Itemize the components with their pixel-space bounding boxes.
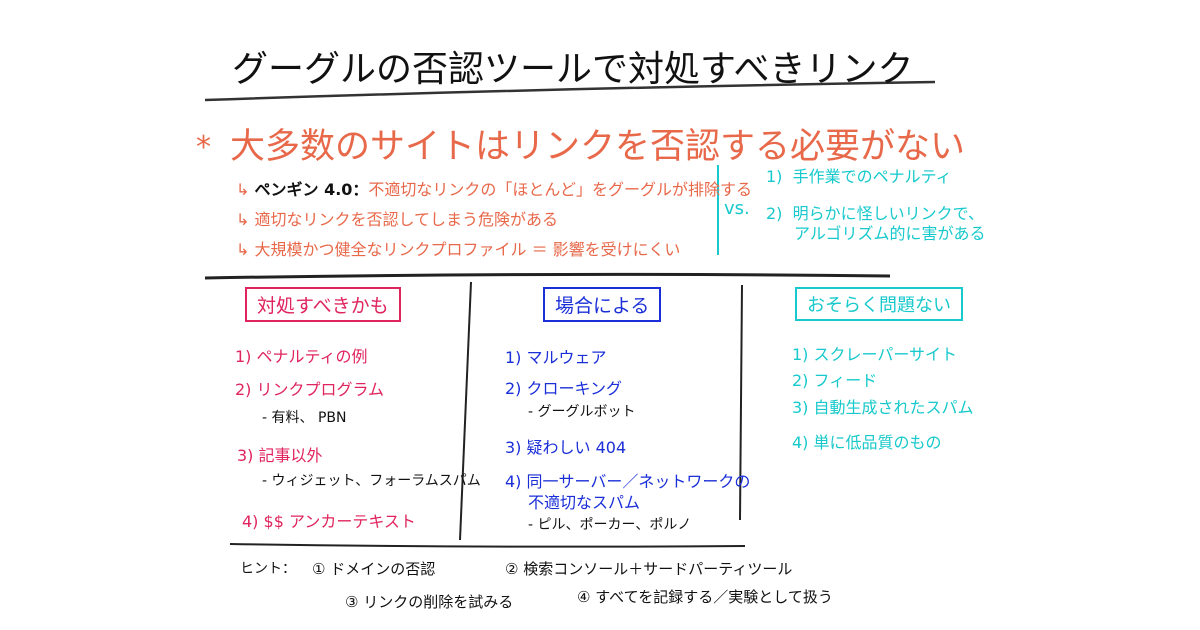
item-number: 1) [505,348,522,367]
item-number: 1) [235,347,252,366]
item-number: 2) [505,379,522,398]
hint-1: ① ドメインの否認 [312,560,436,578]
column-heading-depends: 場合による [543,287,662,322]
column-1-item-3: 3) 記事以外 [237,442,323,466]
column-2-item-4-sub: - ピル、ポーカー、ポルノ [528,517,692,533]
column-1-item-1: 1) ペナルティの例 [235,343,368,367]
page-title: グーグルの否認ツールで対処すべきリンク [232,49,914,90]
item-number: 4) [792,433,809,452]
item-number: 1) [766,167,783,186]
main-heading: 大多数のサイトはリンクを否認する必要がない [230,127,966,167]
item-text: クローキング [526,379,623,398]
column-1-item-2-sub: - 有料、 PBN [262,410,347,426]
item-text-line2: アルゴリズム的に害がある [794,224,986,243]
column-divider-2 [739,284,743,521]
item-text: 疑わしい 404 [526,438,627,457]
item-text: マルウェア [526,348,607,367]
column-2-item-2-sub: - グーグルボット [528,404,636,420]
sub-item-1: ↳ ペンギン 4.0：不適切なリンクの「ほとんど」をグーグルが排除する [236,176,752,200]
sub-item-3: ↳ 大規模かつ健全なリンクプロファイル ＝ 影響を受けにくい [236,236,680,260]
item-text: 手作業でのペナルティ [792,167,952,186]
vs-item-1: 1) 手作業でのペナルティ [766,163,952,187]
item-number: 3) [237,446,254,465]
column-3-item-2: 2) フィード [792,367,877,391]
column-3-item-4: 4) 単に低品質のもの [792,429,942,453]
column-1-item-2: 2) リンクプログラム [235,376,384,400]
item-text: 単に低品質のもの [813,433,942,452]
item-text: 自動生成されたスパム [813,398,974,417]
hint-2: ② 検索コンソール＋サードパーティツール [505,560,793,578]
column-2-item-2: 2) クローキング [505,375,622,399]
item-text: 同一サーバー／ネットワークの [526,472,751,491]
sub-item-text: 不適切なリンクの「ほとんど」をグーグルが排除する [368,180,752,199]
item-text: スクレーパーサイト [813,345,958,364]
item-text: 明らかに怪しいリンクで、 [792,204,984,223]
item-text-line2: 不適切なスパム [528,493,641,512]
penguin-label: ペンギン 4.0： [254,180,369,199]
item-number: 2) [766,204,783,223]
column-2-item-3: 3) 疑わしい 404 [505,434,626,458]
star-bullet-icon: * [196,130,211,165]
item-number: 4) [505,472,522,491]
hint-4: ④ すべてを記録する／実験として扱う [577,588,833,606]
sub-item-text: 大規模かつ健全なリンクプロファイル ＝ 影響を受けにくい [254,240,681,259]
arrow-icon: ↳ [236,210,255,229]
vs-label: vs. [724,198,750,219]
column-divider-1 [459,281,472,541]
title-underline [204,80,936,102]
column-heading-act: 対処すべきかも [245,287,401,322]
column-2-item-1: 1) マルウェア [505,344,607,368]
sub-item-2: ↳ 適切なリンクを否認してしまう危険がある [236,206,558,230]
item-text: ペナルティの例 [256,347,368,366]
column-1-item-4: 4) $$ アンカーテキスト [242,508,416,532]
item-number: 2) [235,380,252,399]
column-3-item-3: 3) 自動生成されたスパム [792,394,974,418]
arrow-icon: ↳ [236,180,255,199]
item-text: リンクプログラム [256,380,385,399]
vs-item-2: 2) 明らかに怪しいリンクで、 アルゴリズム的に害がある [766,204,986,244]
item-number: 3) [792,398,809,417]
item-text: フィード [813,371,878,390]
item-number: 2) [792,371,809,390]
item-number: 3) [505,438,522,457]
column-3-item-1: 1) スクレーパーサイト [792,341,957,365]
column-2-item-4: 4) 同一サーバー／ネットワークの不適切なスパム [505,471,750,513]
column-heading-ok: おそらく問題ない [795,287,963,321]
sub-item-text: 適切なリンクを否認してしまう危険がある [254,210,559,229]
column-1-item-3-sub: - ウィジェット、フォーラムスパム [262,473,481,489]
hints-label: ヒント： [240,561,296,577]
hint-3: ③ リンクの削除を試みる [345,593,514,611]
arrow-icon: ↳ [236,240,255,259]
item-number: 4) [242,512,259,531]
item-number: 1) [792,345,809,364]
hints-divider [229,543,746,548]
item-text: $$ アンカーテキスト [263,512,416,531]
item-text: 記事以外 [258,446,323,465]
section-divider [204,272,891,280]
